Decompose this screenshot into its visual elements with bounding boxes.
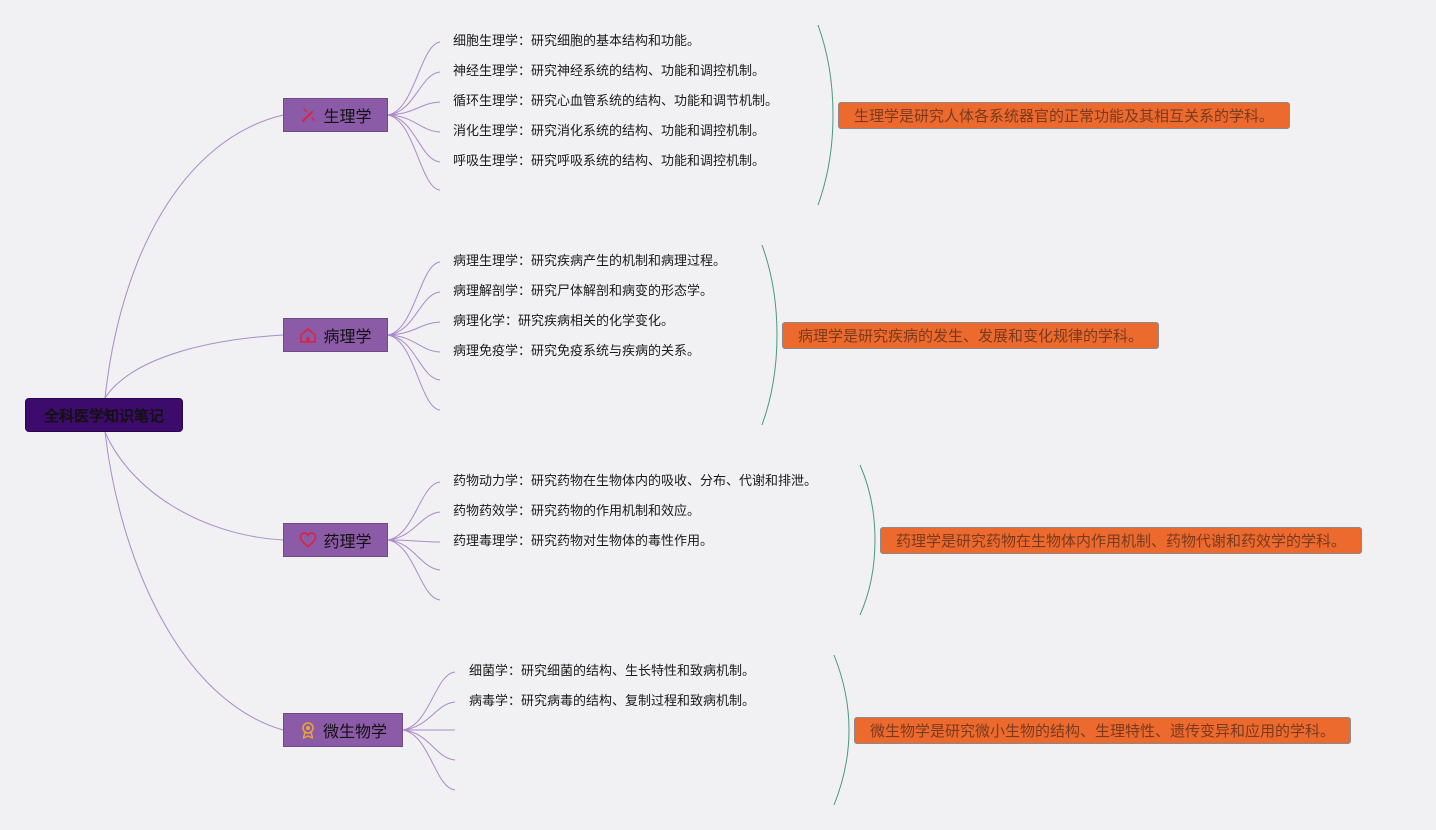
connector-leaf xyxy=(387,114,441,163)
summary-pharmacology[interactable]: 药理学是研究药物在生物体内作用机制、药物代谢和药效学的学科。 xyxy=(880,527,1363,554)
summary-bracket-pathology xyxy=(761,244,778,426)
branch-node-pharmacology[interactable]: 药理学 xyxy=(283,523,388,557)
summary-text: 微生物学是研究微小生物的结构、生理特性、遗传变异和应用的学科。 xyxy=(870,722,1336,740)
summary-text: 生理学是研究人体各系统器官的正常功能及其相互关系的学科。 xyxy=(854,107,1275,125)
leaf-item[interactable]: 病理生理学：研究疾病产生的机制和病理过程。 xyxy=(453,254,727,269)
leaf-item[interactable]: 细菌学：研究细菌的结构、生长特性和致病机制。 xyxy=(469,664,756,679)
connector-leaf xyxy=(387,539,441,571)
summary-microbiology[interactable]: 微生物学是研究微小生物的结构、生理特性、遗传变异和应用的学科。 xyxy=(854,717,1352,744)
connector-leaf xyxy=(402,729,456,761)
summary-physiology[interactable]: 生理学是研究人体各系统器官的正常功能及其相互关系的学科。 xyxy=(838,102,1291,129)
leaf-item[interactable]: 细胞生理学：研究细胞的基本结构和功能。 xyxy=(453,34,701,49)
connector-root-physiology xyxy=(104,114,284,399)
wand-icon xyxy=(302,108,316,122)
summary-bracket-pharmacology xyxy=(859,464,876,616)
leaf-item[interactable]: 消化生理学：研究消化系统的结构、功能和调控机制。 xyxy=(453,124,766,139)
connector-leaf xyxy=(387,41,441,116)
connector-leaf xyxy=(387,334,441,381)
leaf-item[interactable]: 病毒学：研究病毒的结构、复制过程和致病机制。 xyxy=(469,694,756,709)
leaf-item[interactable]: 病理解剖学：研究尸体解剖和病变的形态学。 xyxy=(453,284,714,299)
connector-leaf xyxy=(387,539,441,543)
branch-node-physiology[interactable]: 生理学 xyxy=(283,98,388,132)
branch-node-microbiology[interactable]: 微生物学 xyxy=(283,713,403,747)
connector-root-pharmacology xyxy=(104,431,284,541)
connector-leaf xyxy=(402,729,456,791)
connector-leaf xyxy=(387,511,441,541)
leaf-item[interactable]: 病理免疫学：研究免疫系统与疾病的关系。 xyxy=(453,344,701,359)
connector-leaf xyxy=(387,101,441,116)
leaf-item[interactable]: 药理毒理学：研究药物对生物体的毒性作用。 xyxy=(453,534,714,549)
connector-root-microbiology xyxy=(104,431,284,731)
leaf-item[interactable]: 呼吸生理学：研究呼吸系统的结构、功能和调控机制。 xyxy=(453,154,766,169)
house-icon xyxy=(300,328,317,343)
branch-title: 生理学 xyxy=(323,107,372,126)
connector-leaf xyxy=(387,539,441,601)
connector-leaf xyxy=(387,481,441,541)
root-node[interactable]: 全科医学知识笔记 xyxy=(25,398,183,432)
branch-title: 病理学 xyxy=(323,327,372,346)
summary-text: 病理学是研究疾病的发生、发展和变化规律的学科。 xyxy=(798,327,1144,345)
connector-leaf xyxy=(387,71,441,116)
connector-leaf xyxy=(387,114,441,133)
heart-icon xyxy=(300,532,317,548)
connector-leaf xyxy=(387,334,441,353)
connector-leaf xyxy=(402,671,456,731)
connector-leaf xyxy=(387,114,441,191)
connector-leaf xyxy=(387,321,441,336)
leaf-item[interactable]: 病理化学：研究疾病相关的化学变化。 xyxy=(453,314,675,329)
connector-leaf xyxy=(387,261,441,336)
leaf-item[interactable]: 神经生理学：研究神经系统的结构、功能和调控机制。 xyxy=(453,64,766,79)
leaf-item[interactable]: 循环生理学：研究心血管系统的结构、功能和调节机制。 xyxy=(453,94,779,109)
connector-leaf xyxy=(387,334,441,411)
leaf-item[interactable]: 药物药效学：研究药物的作用机制和效应。 xyxy=(453,504,701,519)
connector-leaf xyxy=(387,291,441,336)
root-title: 全科医学知识笔记 xyxy=(43,406,164,425)
connector-root-pathology xyxy=(104,334,284,399)
branch-title: 药理学 xyxy=(323,532,372,551)
connector-leaf xyxy=(402,701,456,731)
leaf-item[interactable]: 药物动力学：研究药物在生物体内的吸收、分布、代谢和排泄。 xyxy=(453,474,818,489)
summary-pathology[interactable]: 病理学是研究疾病的发生、发展和变化规律的学科。 xyxy=(782,322,1160,349)
summary-bracket-physiology xyxy=(817,24,834,206)
summary-bracket-microbiology xyxy=(833,654,850,806)
summary-text: 药理学是研究药物在生物体内作用机制、药物代谢和药效学的学科。 xyxy=(896,532,1347,550)
branch-node-pathology[interactable]: 病理学 xyxy=(283,318,388,352)
award-icon xyxy=(302,722,314,739)
branch-title: 微生物学 xyxy=(322,722,387,741)
